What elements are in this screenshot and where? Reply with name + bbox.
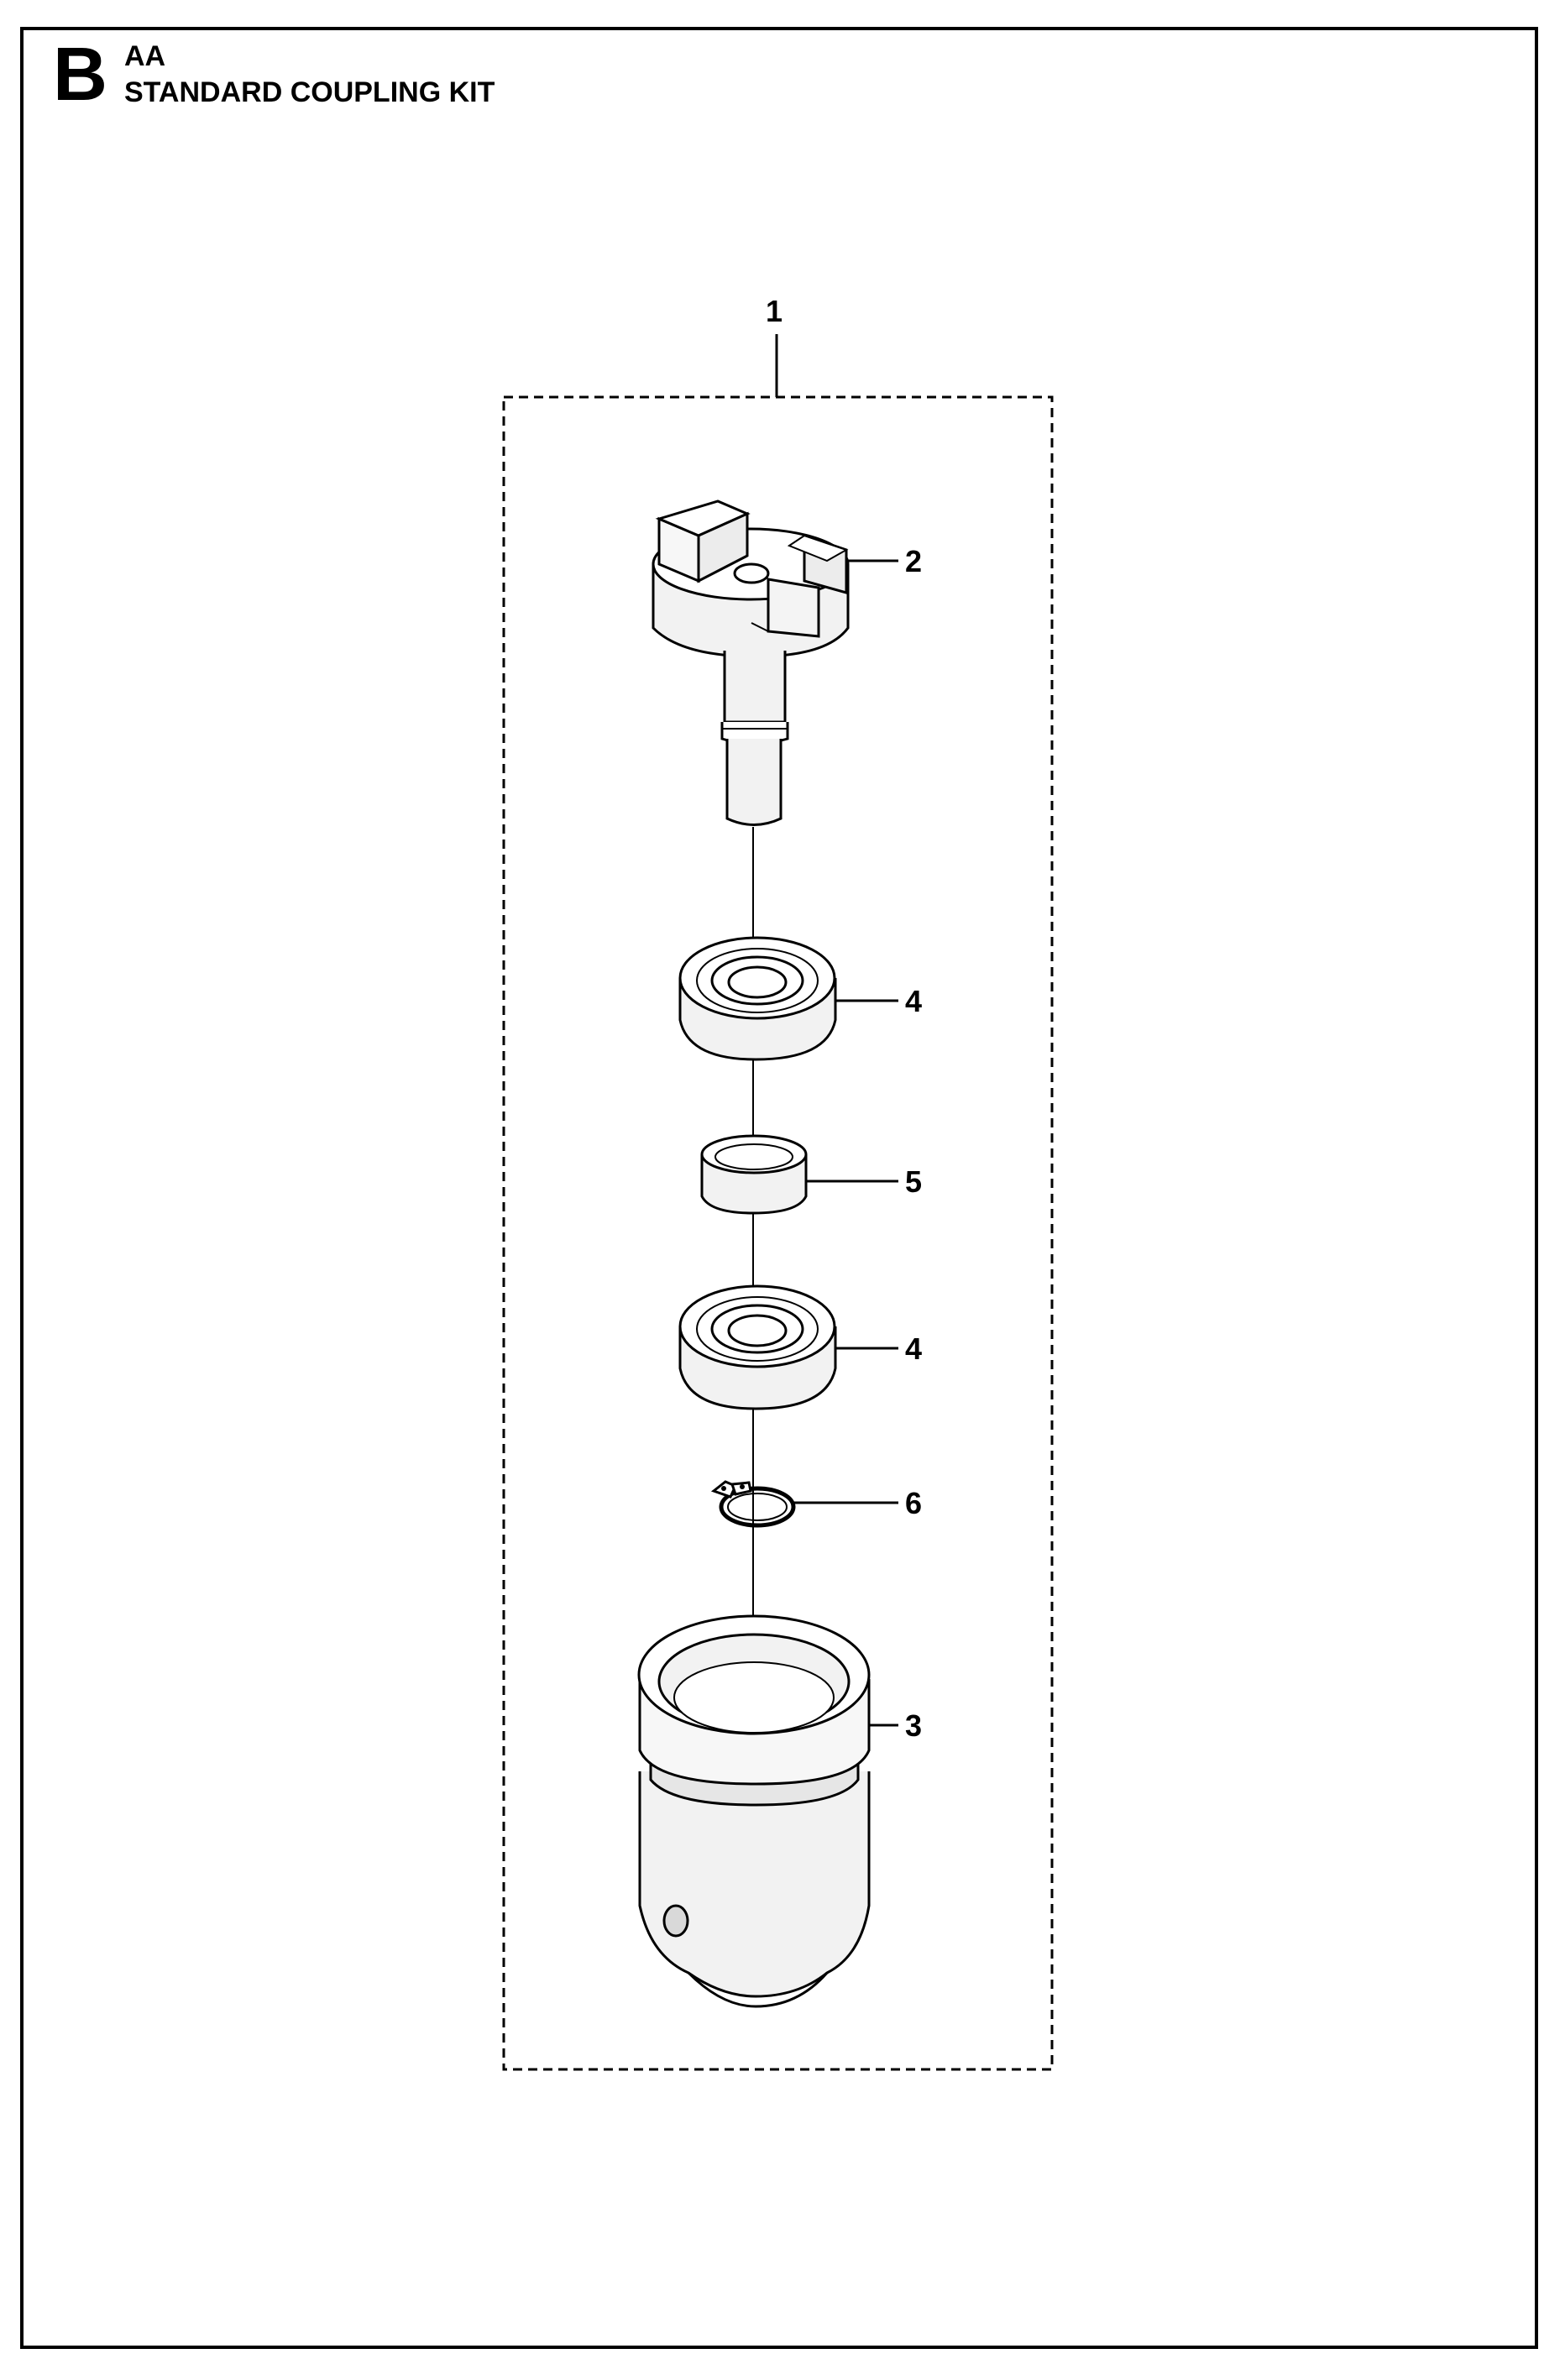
section-title: STANDARD COUPLING KIT: [124, 76, 495, 108]
circlip-part: [710, 1480, 796, 1528]
spacer-part: [700, 1134, 808, 1215]
section-letter: B: [53, 33, 107, 117]
callout-2: 2: [905, 544, 922, 578]
callout-5: 5: [905, 1164, 922, 1199]
section-code: AA: [124, 40, 166, 72]
callout-6: 6: [905, 1486, 922, 1520]
callout-4-lower: 4: [905, 1331, 922, 1366]
bearing-lower-part: [678, 1284, 837, 1410]
housing-part: [637, 1614, 871, 2008]
bearing-upper-part: [678, 936, 837, 1061]
callout-3: 3: [905, 1708, 922, 1743]
callout-1: 1: [766, 294, 782, 328]
callout-4-upper: 4: [905, 984, 922, 1018]
page-frame: [20, 27, 1538, 2349]
coupling-shaft-part: [652, 500, 850, 826]
